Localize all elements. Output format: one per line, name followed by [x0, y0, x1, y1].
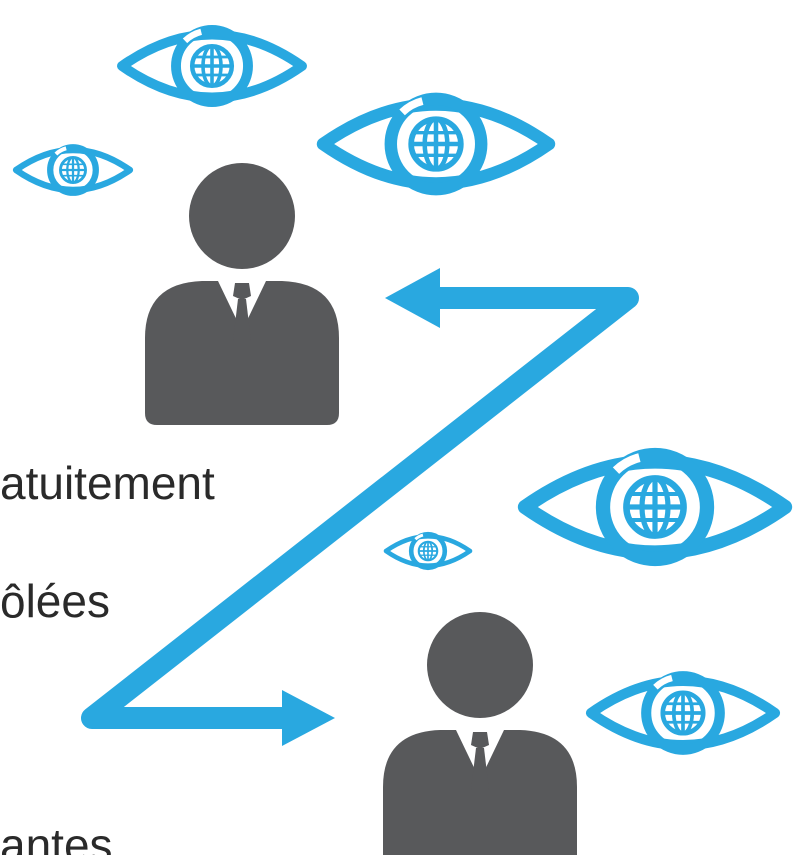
eye-globe-icon — [16, 147, 130, 193]
eye-globe-icon — [525, 455, 785, 559]
z-arrow-icon — [81, 268, 639, 746]
eye-globe-icon — [386, 534, 470, 568]
text-fragment-3: antes — [0, 819, 113, 855]
eye-globe-icon — [591, 676, 775, 750]
eye-globe-icon — [323, 99, 549, 189]
businessman-icon — [383, 612, 577, 855]
text-fragment-1: atuitement — [0, 457, 215, 509]
text-fragment-2: ôlées — [0, 575, 110, 627]
businessman-icon — [145, 163, 339, 425]
eye-globe-icon — [122, 30, 302, 102]
